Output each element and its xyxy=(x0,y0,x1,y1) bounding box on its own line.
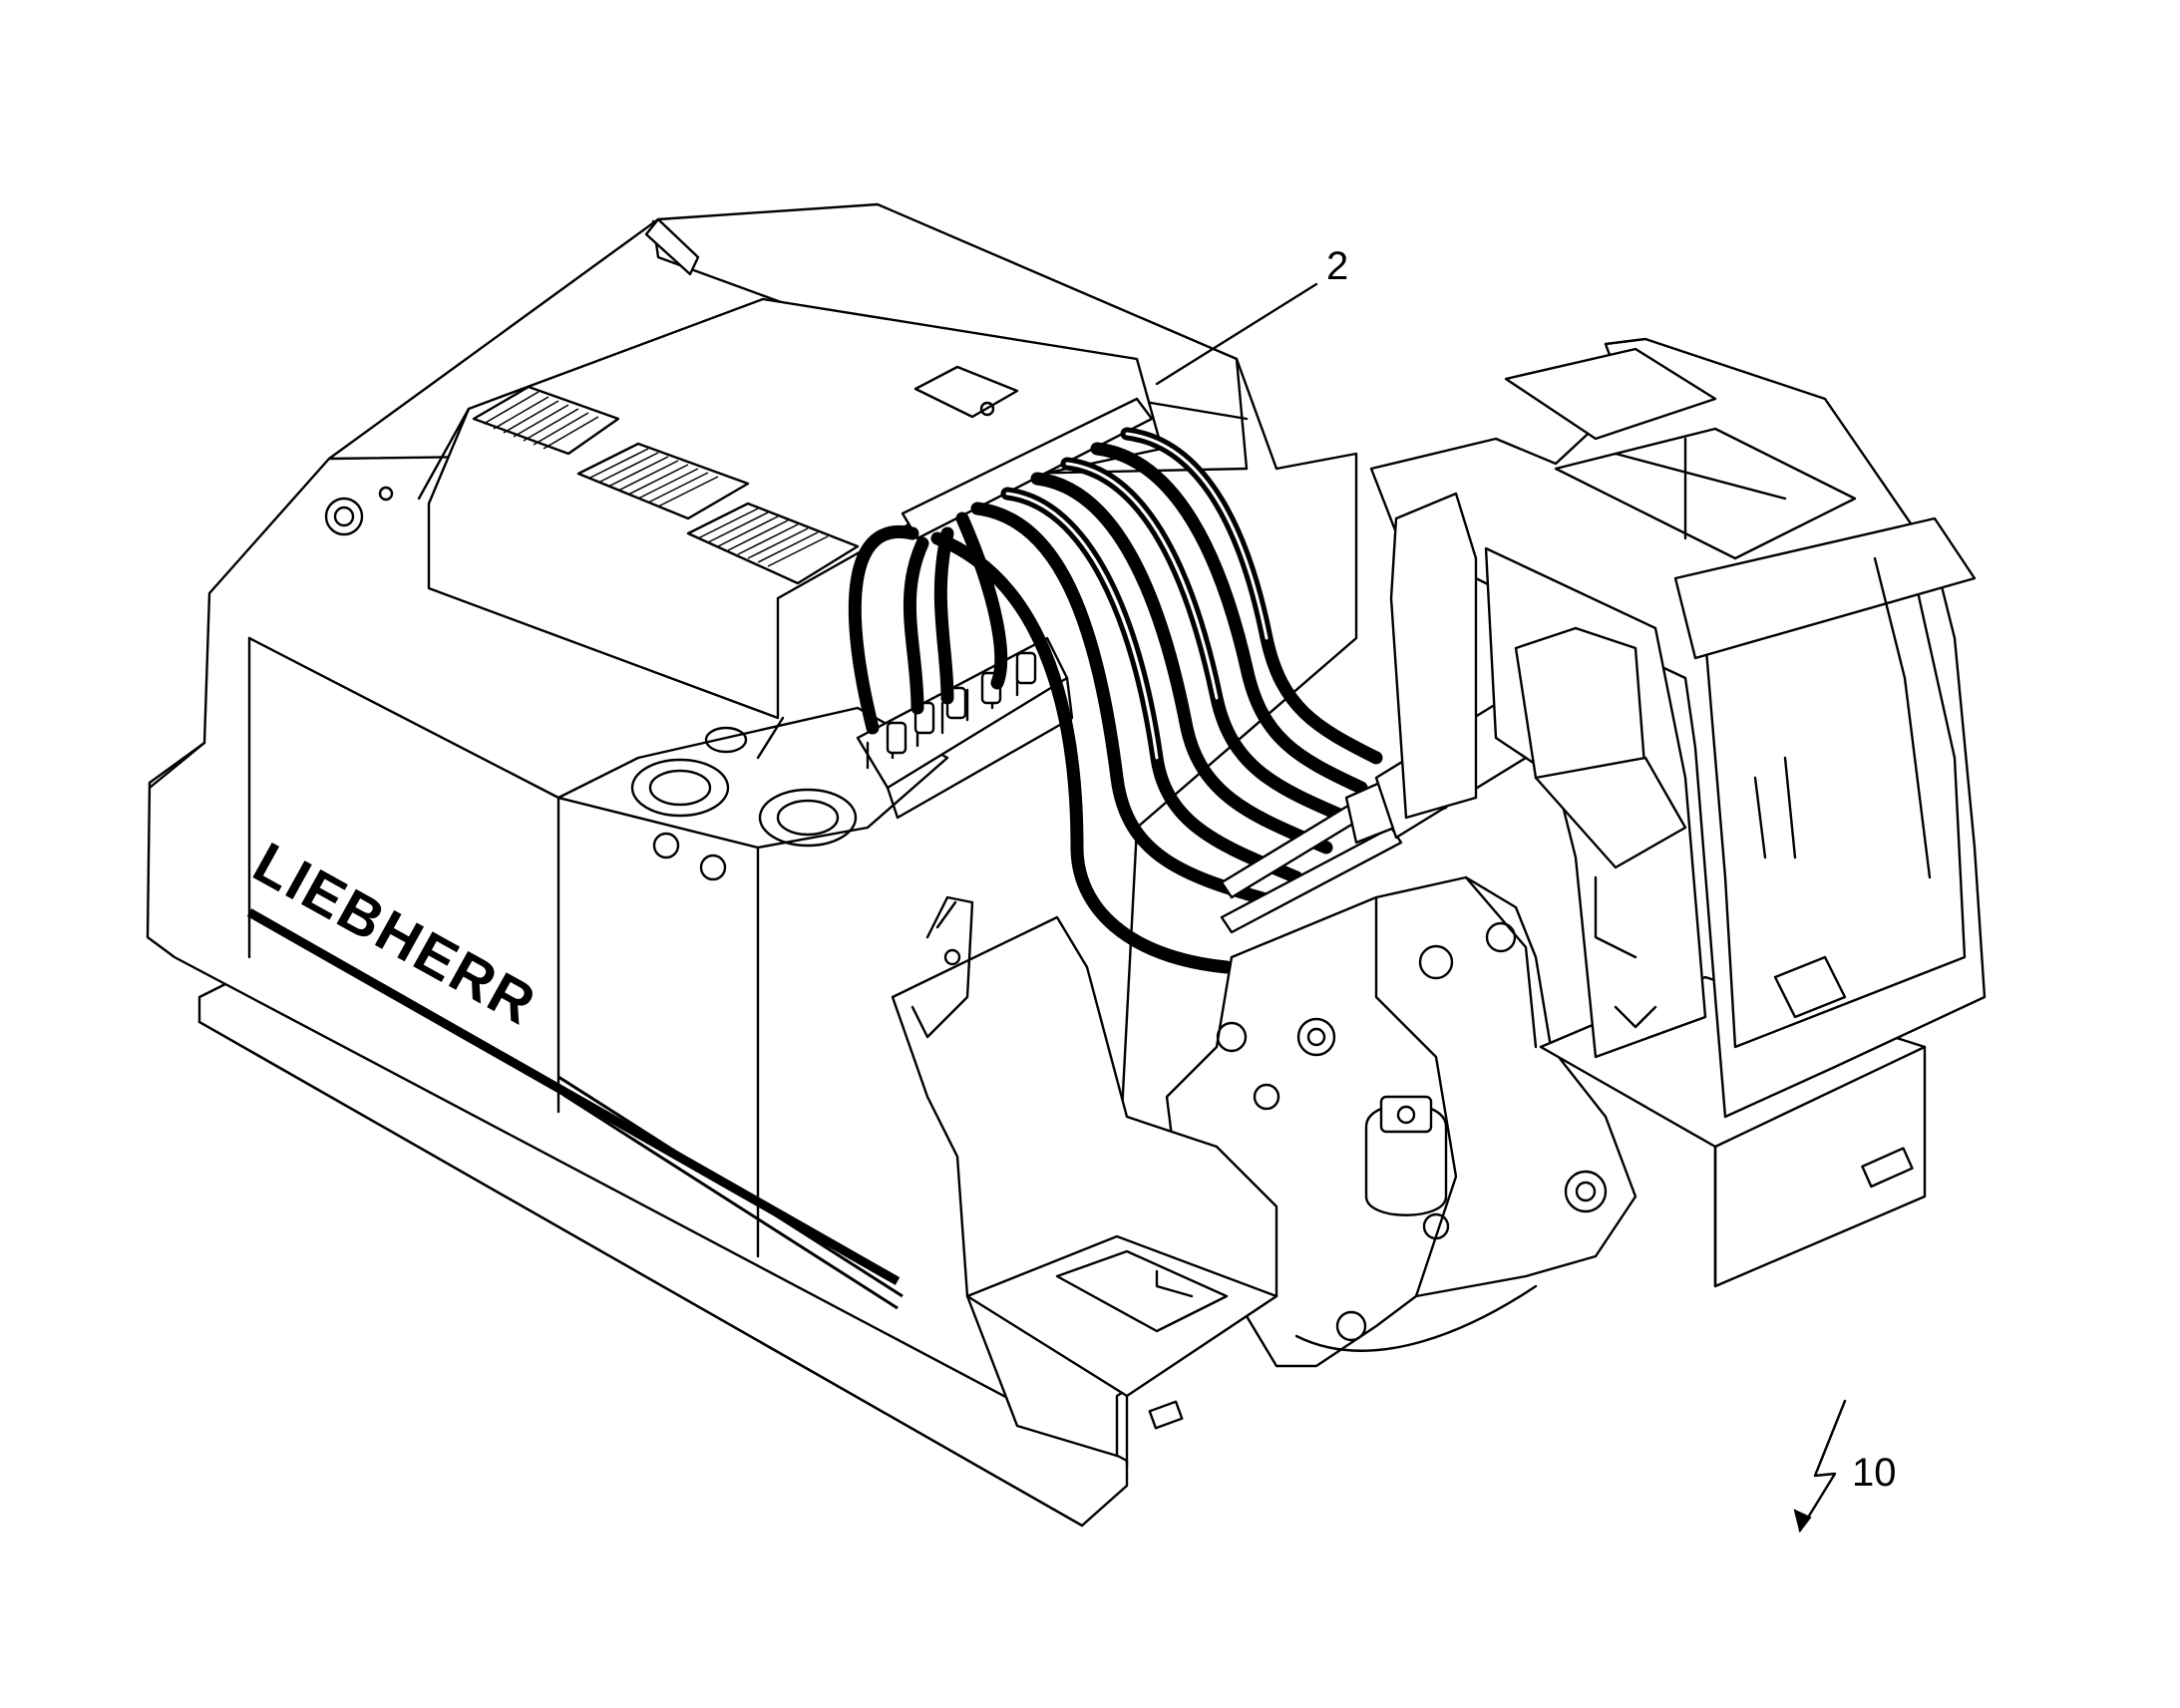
valve-block xyxy=(856,636,1074,820)
hydraulic-hose-bundle xyxy=(848,397,1528,974)
engine-vent-grilles xyxy=(472,385,860,585)
reference-arrow-10 xyxy=(1793,1399,1847,1534)
reference-numeral-2: 2 xyxy=(1326,244,1348,288)
operator-cab xyxy=(1369,337,1987,1288)
leader-line-2 xyxy=(1155,282,1318,386)
boom-pivot-bracket xyxy=(1165,875,1637,1368)
tank-caps xyxy=(556,706,949,881)
front-toolbox xyxy=(891,895,1278,1468)
reference-numeral-10: 10 xyxy=(1852,1451,1897,1495)
